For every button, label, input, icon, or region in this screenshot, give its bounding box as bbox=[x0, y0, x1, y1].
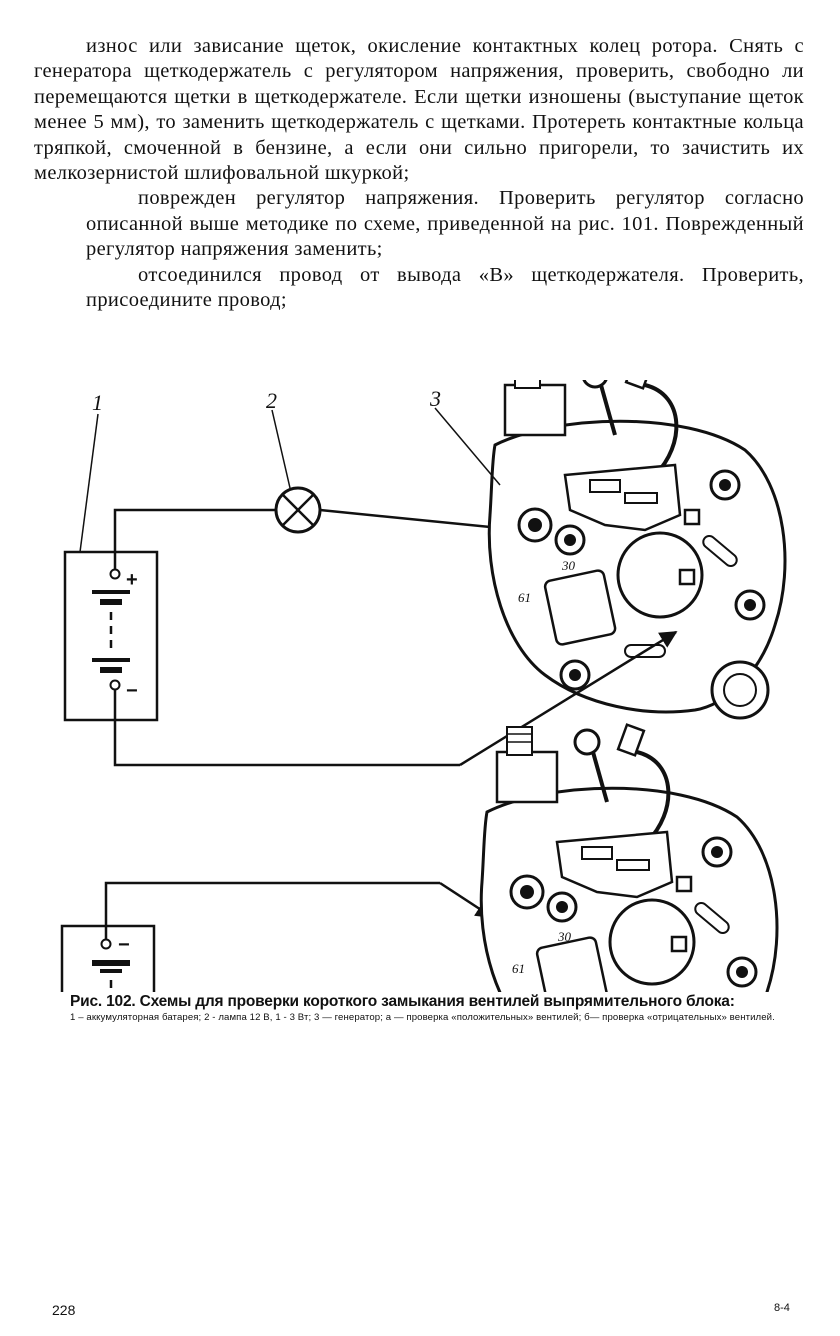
label-2: 2 bbox=[266, 388, 277, 413]
pin-30-b: 30 bbox=[557, 929, 572, 944]
pin-30-a: 30 bbox=[561, 558, 576, 573]
caption-legend: 1 – аккумуляторная батарея; 2 - лампа 12… bbox=[70, 1012, 775, 1023]
battery-plus-a: + bbox=[126, 569, 138, 591]
wiring-diagram: 1 2 3 30 61 + − bbox=[60, 380, 787, 992]
caption-title: Рис. 102. Схемы для проверки короткого з… bbox=[70, 993, 735, 1010]
paragraph-wire: отсоединился провод от вывода «В» щеткод… bbox=[86, 263, 804, 312]
generator-b bbox=[479, 722, 779, 992]
paragraph-regulator: поврежден регулятор напряжения. Проверит… bbox=[86, 187, 804, 261]
generator-a bbox=[487, 380, 787, 720]
battery-minus-b: − bbox=[118, 934, 130, 956]
battery-icon bbox=[63, 550, 159, 722]
battery-minus-a: − bbox=[126, 680, 138, 702]
battery-icon-b bbox=[60, 924, 156, 992]
page-number: 228 bbox=[52, 1302, 76, 1318]
diagram-a: 1 2 3 30 61 + − bbox=[63, 380, 787, 785]
body-text: износ или зависание щеток, окисление кон… bbox=[34, 34, 804, 313]
figure-102: 1 2 3 30 61 + − bbox=[40, 380, 820, 992]
label-1: 1 bbox=[92, 390, 103, 415]
diagram-b: − + 30 61 б bbox=[60, 722, 779, 992]
pin-61-a: 61 bbox=[518, 590, 531, 605]
figure-caption: Рис. 102. Схемы для проверки короткого з… bbox=[70, 992, 810, 1024]
label-3: 3 bbox=[429, 386, 441, 411]
printer-signature: 8-4 bbox=[774, 1302, 790, 1314]
pin-61-b: 61 bbox=[512, 961, 525, 976]
paragraph-brushes: износ или зависание щеток, окисление кон… bbox=[34, 35, 804, 185]
